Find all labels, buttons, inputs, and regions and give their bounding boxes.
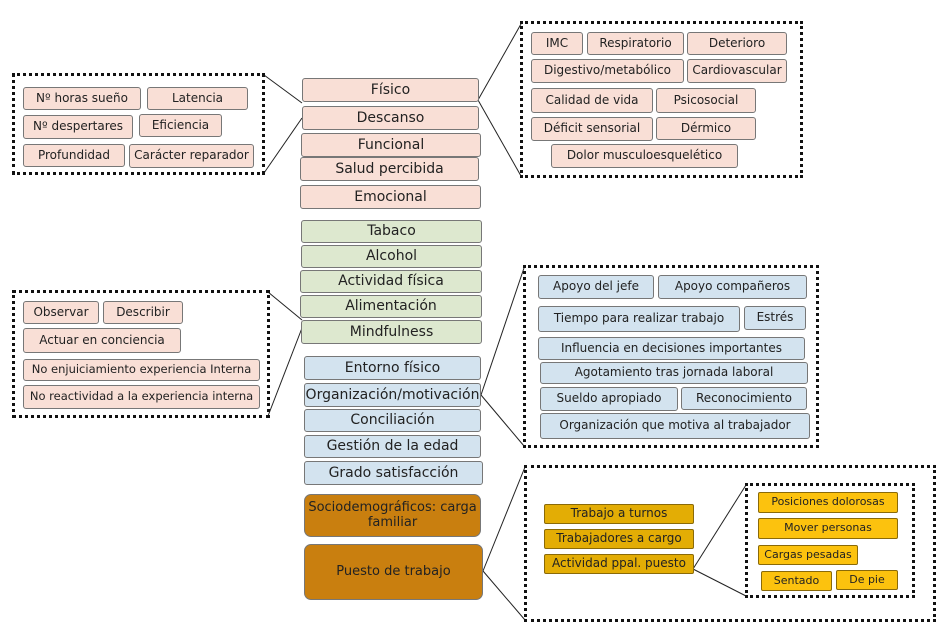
job-item: Trabajo a turnos <box>544 504 694 524</box>
organization-item: Agotamiento tras jornada laboral <box>540 362 808 384</box>
physical-item: Dérmico <box>656 117 756 140</box>
physical-item: Digestivo/metabólico <box>531 59 684 83</box>
node-salud-percibida: Salud percibida <box>300 157 479 181</box>
physical-item: Deterioro <box>687 32 787 55</box>
sleep-group-frame <box>12 73 265 175</box>
mindfulness-item: Describir <box>103 301 183 324</box>
activity-item: Posiciones dolorosas <box>758 492 898 513</box>
organization-item: Organización que motiva al trabajador <box>540 413 810 439</box>
organization-item: Apoyo del jefe <box>538 275 654 299</box>
job-item: Actividad ppal. puesto <box>544 554 694 574</box>
organization-item: Estrés <box>744 306 806 330</box>
node-sociodemograficos: Sociodemográficos: carga familiar <box>304 494 481 537</box>
organization-item: Influencia en decisiones importantes <box>538 337 805 360</box>
node-gestion-edad: Gestión de la edad <box>304 435 481 458</box>
activity-item: Mover personas <box>758 518 898 539</box>
physical-group-frame <box>520 21 803 178</box>
node-entorno-fisico: Entorno físico <box>304 356 481 380</box>
node-alimentacion: Alimentación <box>300 295 482 318</box>
mindfulness-group-frame <box>12 290 270 418</box>
node-puesto-trabajo: Puesto de trabajo <box>304 544 483 600</box>
mindfulness-item: No enjuiciamiento experiencia Interna <box>23 359 260 381</box>
organization-item: Sueldo apropiado <box>540 387 678 411</box>
physical-item: Calidad de vida <box>531 88 653 113</box>
activity-group-frame <box>745 483 915 598</box>
node-mindfulness: Mindfulness <box>301 320 482 344</box>
organization-item: Tiempo para realizar trabajo <box>538 306 740 332</box>
node-tabaco: Tabaco <box>301 220 482 243</box>
node-organizacion-motivacion: Organización/motivación <box>304 383 481 407</box>
node-actividad-fisica: Actividad física <box>300 270 482 293</box>
sleep-item: Latencia <box>147 87 248 110</box>
mindfulness-item: Actuar en conciencia <box>23 328 181 353</box>
physical-item: IMC <box>531 32 583 55</box>
physical-item: Déficit sensorial <box>531 117 653 141</box>
job-group-frame <box>524 465 936 622</box>
sleep-item: Carácter reparador <box>129 144 254 168</box>
sleep-item: Nº horas sueño <box>23 87 141 110</box>
activity-item: De pie <box>836 570 898 590</box>
physical-item: Respiratorio <box>587 32 684 55</box>
organization-item: Reconocimiento <box>681 387 807 410</box>
sleep-item: Eficiencia <box>139 114 222 137</box>
node-alcohol: Alcohol <box>301 245 482 268</box>
mindfulness-item: No reactividad a la experiencia interna <box>23 385 260 409</box>
physical-item: Psicosocial <box>656 88 756 113</box>
node-descanso: Descanso <box>302 106 479 130</box>
node-funcional: Funcional <box>301 133 481 157</box>
activity-item: Sentado <box>761 571 832 591</box>
physical-item: Dolor musculoesquelético <box>551 144 738 168</box>
organization-item: Apoyo compañeros <box>658 275 807 299</box>
job-item: Trabajadores a cargo <box>544 529 694 549</box>
physical-item: Cardiovascular <box>687 59 787 83</box>
node-emocional: Emocional <box>300 185 481 209</box>
node-fisico: Físico <box>302 78 479 102</box>
activity-item: Cargas pesadas <box>758 545 858 565</box>
node-grado-satisfaccion: Grado satisfacción <box>304 461 483 485</box>
sleep-item: Profundidad <box>23 144 125 167</box>
mindfulness-item: Observar <box>23 301 99 324</box>
node-conciliacion: Conciliación <box>304 409 481 432</box>
organization-group-frame <box>523 265 819 448</box>
sleep-item: Nº despertares <box>23 115 133 139</box>
